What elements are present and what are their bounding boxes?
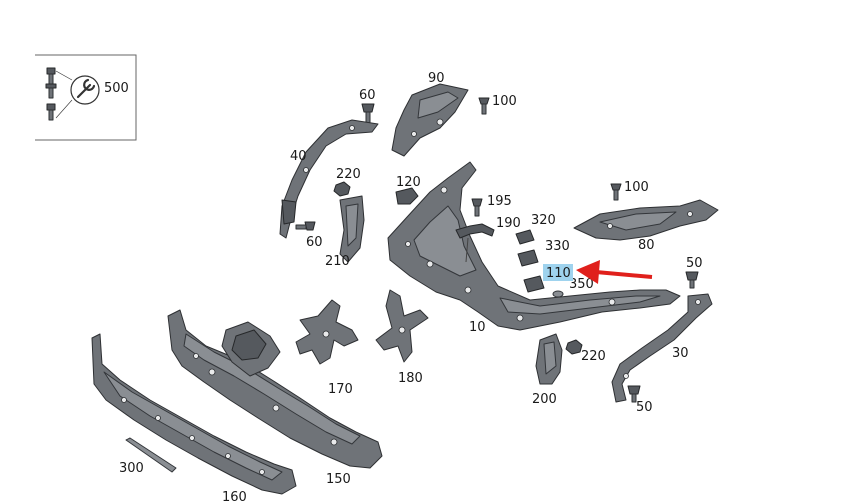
part-320-clip: 320 bbox=[515, 213, 556, 245]
part-300-rod: 300 bbox=[119, 437, 177, 476]
part-200-bracket: 200 bbox=[532, 333, 563, 407]
callout-220b: 220 bbox=[581, 349, 606, 364]
part-350-washer: 350 bbox=[552, 277, 594, 298]
callout-220a: 220 bbox=[336, 167, 361, 182]
callout-40: 40 bbox=[290, 149, 307, 164]
callout-110: 110 bbox=[546, 266, 571, 281]
highlight-box bbox=[543, 264, 573, 281]
bolt-icon bbox=[45, 67, 57, 121]
callout-100b: 100 bbox=[624, 180, 649, 195]
callout-30: 30 bbox=[672, 346, 689, 361]
callout-180: 180 bbox=[398, 371, 423, 386]
part-10-main-support: 10 bbox=[387, 161, 681, 335]
callout-300: 300 bbox=[119, 461, 144, 476]
part-30-bracket: 30 bbox=[611, 293, 713, 403]
part-160-lower-beam: 160 bbox=[91, 333, 297, 503]
part-100-clip-b: 100 bbox=[610, 180, 649, 201]
part-190-bracket: 190 bbox=[455, 216, 521, 263]
callout-10: 10 bbox=[469, 320, 486, 335]
callout-330: 330 bbox=[545, 239, 570, 254]
wrench-icon bbox=[70, 75, 100, 105]
part-210-bracket: 210 bbox=[325, 195, 365, 269]
callout-50a: 50 bbox=[686, 256, 703, 271]
callout-210: 210 bbox=[325, 254, 350, 269]
callout-120: 120 bbox=[396, 175, 421, 190]
callout-50b: 50 bbox=[636, 400, 653, 415]
callout-90: 90 bbox=[428, 71, 445, 86]
part-120-clip: 120 bbox=[395, 175, 421, 205]
callout-80: 80 bbox=[638, 238, 655, 253]
part-50-bolt-a: 50 bbox=[685, 256, 703, 289]
fastener-kit-inset: 500 bbox=[35, 54, 137, 141]
callout-500: 500 bbox=[104, 81, 129, 96]
part-60-bolt-b: 60 bbox=[295, 221, 323, 250]
part-220-nut-a: 220 bbox=[333, 167, 361, 197]
part-90-cover: 90 bbox=[391, 71, 469, 157]
part-60-bolt-a: 60 bbox=[359, 88, 376, 125]
part-330-clip: 330 bbox=[517, 239, 570, 267]
highlighted-callout-110: 110 bbox=[543, 260, 653, 284]
callout-100a: 100 bbox=[492, 94, 517, 109]
callout-320: 320 bbox=[531, 213, 556, 228]
part-40-bracket: 40 bbox=[279, 119, 379, 239]
callout-60a: 60 bbox=[359, 88, 376, 103]
callout-200: 200 bbox=[532, 392, 557, 407]
part-150-bumper-beam: 150 bbox=[167, 309, 383, 487]
callout-60b: 60 bbox=[306, 235, 323, 250]
red-arrow-icon bbox=[576, 260, 653, 284]
part-50-bolt-b: 50 bbox=[627, 385, 653, 415]
part-100-clip-a: 100 bbox=[478, 94, 517, 115]
callout-195: 195 bbox=[487, 194, 512, 209]
part-110-clip bbox=[523, 275, 545, 293]
part-195-bolt: 195 bbox=[471, 194, 512, 217]
part-170-bracket: 170 bbox=[295, 299, 359, 397]
callout-350: 350 bbox=[569, 277, 594, 292]
callout-150: 150 bbox=[326, 472, 351, 487]
part-80-shield: 80 bbox=[573, 199, 719, 253]
part-220-nut-b: 220 bbox=[565, 339, 606, 364]
callout-190: 190 bbox=[496, 216, 521, 231]
callout-170: 170 bbox=[328, 382, 353, 397]
part-180-bracket: 180 bbox=[375, 289, 429, 386]
callout-160: 160 bbox=[222, 490, 247, 503]
